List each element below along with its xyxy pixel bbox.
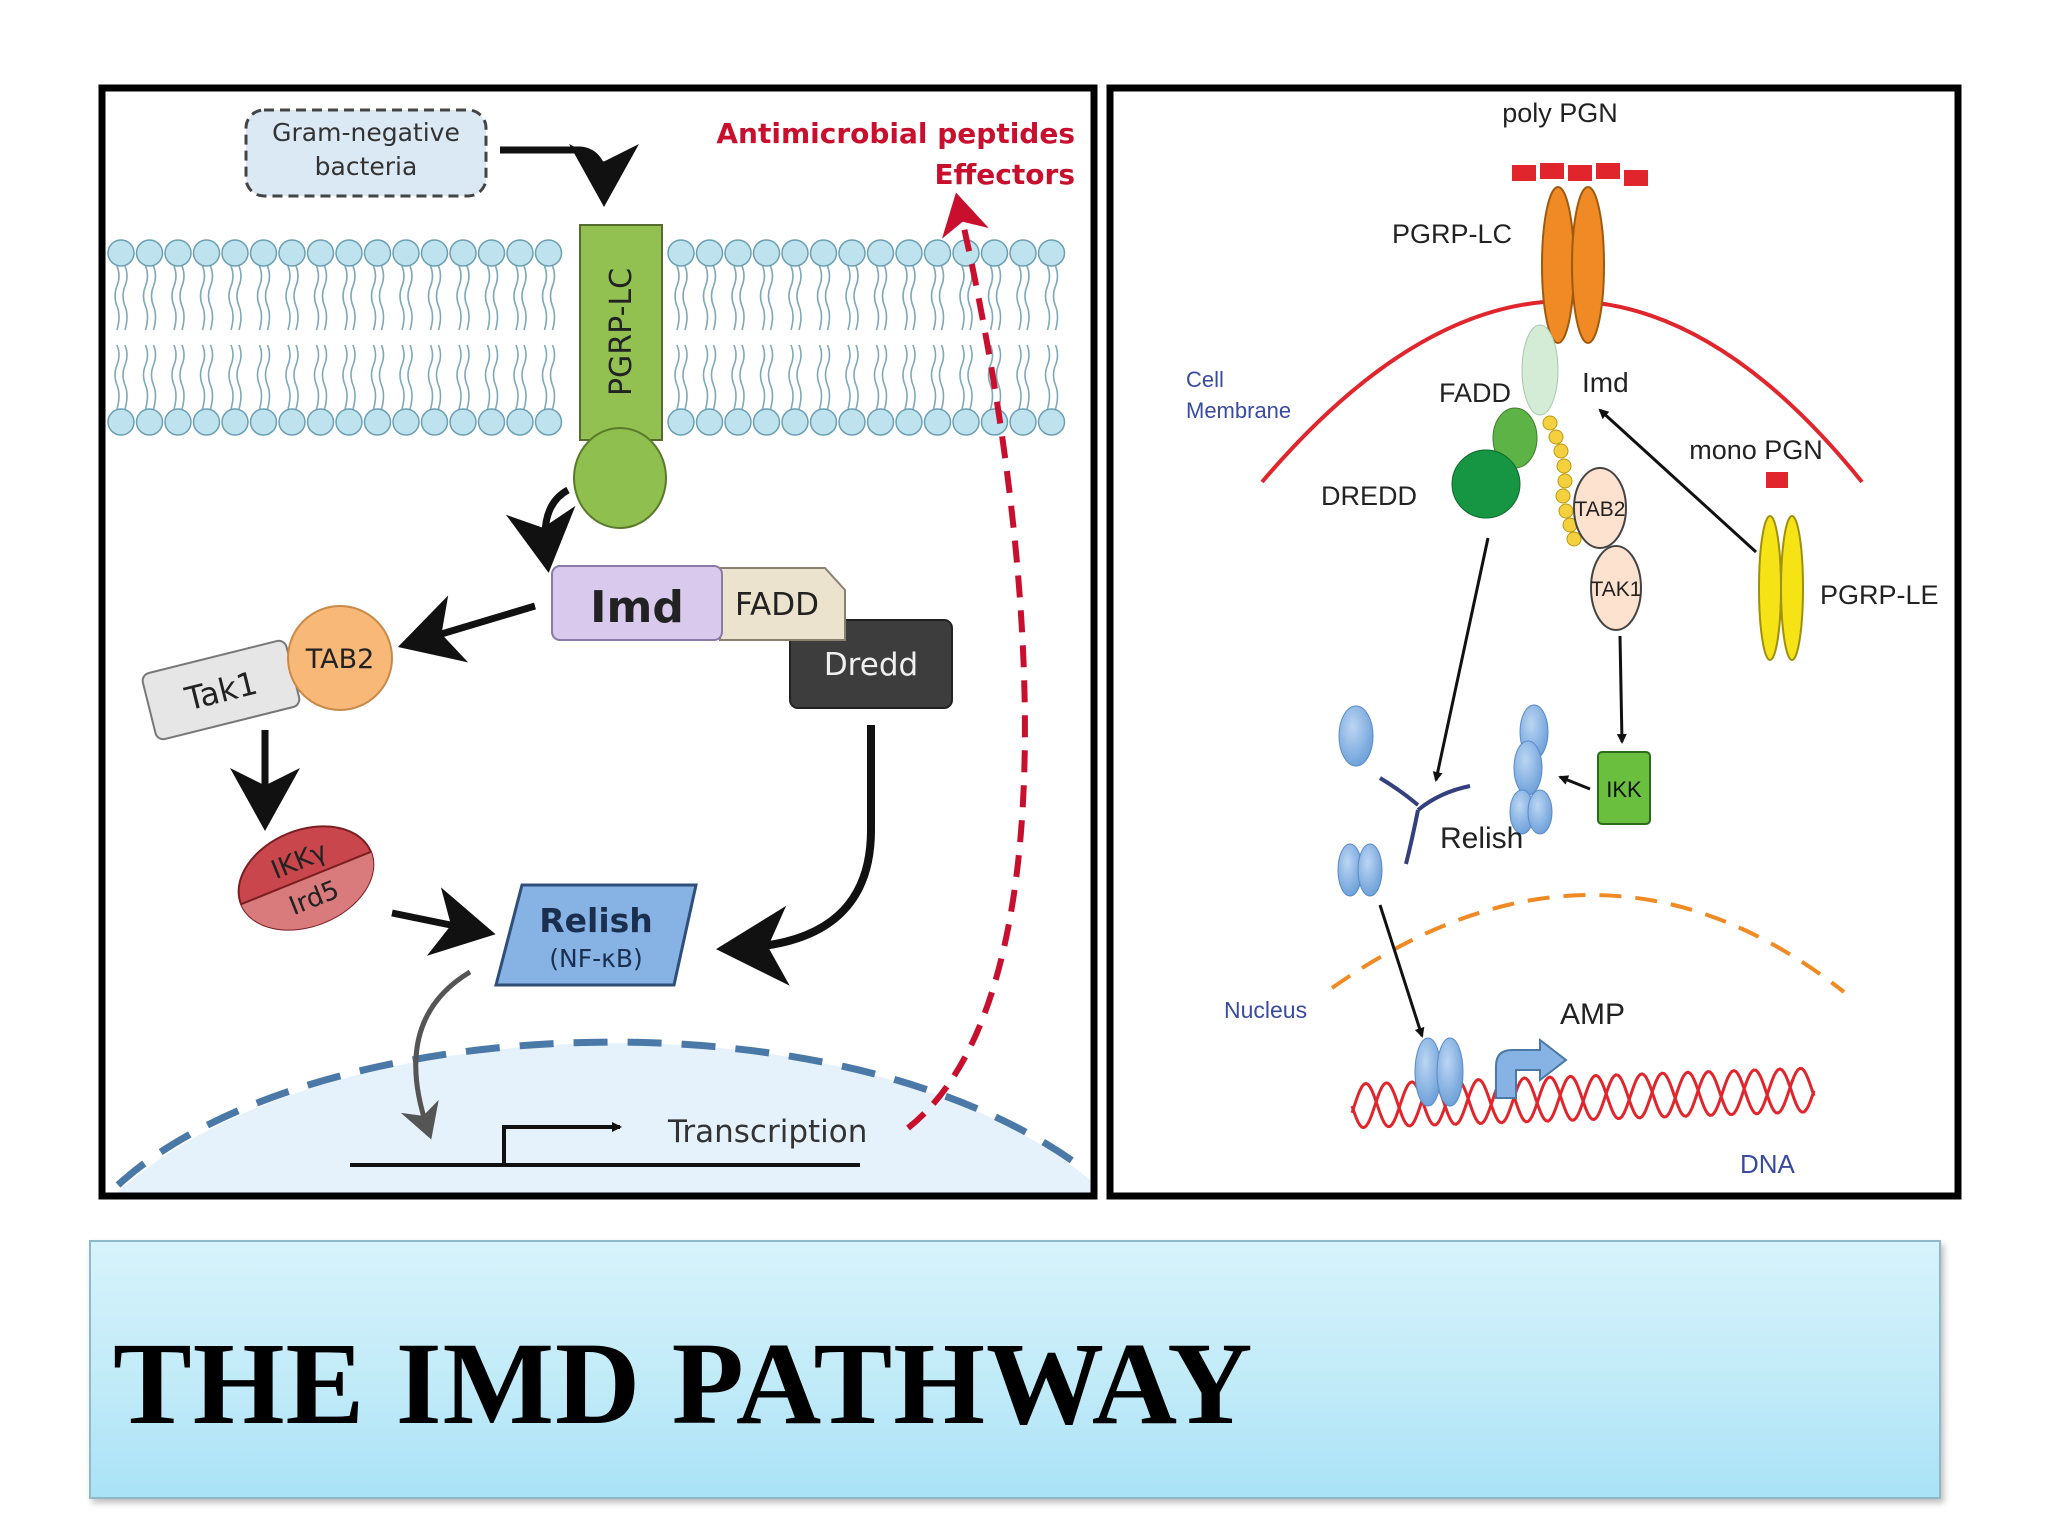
right-panel: Cell Membrane poly PGN PGRP-LC Imd FADD …	[1112, 90, 1958, 1195]
effector-output-arrow	[906, 192, 1028, 1131]
cell-membrane-label-line2: Membrane	[1186, 398, 1291, 423]
mono-pgn-unit	[1766, 472, 1788, 488]
pgrp-le-label: PGRP-LE	[1820, 580, 1939, 610]
title-band: THE IMD PATHWAY	[89, 1240, 1941, 1499]
mono-pgn-label: mono PGN	[1689, 435, 1823, 465]
poly-pgn-chain	[1512, 163, 1648, 186]
relish-cleavage-arms	[1378, 776, 1471, 865]
left-panel: Gram-negative bacteria PGRP-LC Dredd FAD…	[102, 90, 1094, 1195]
poly-pgn-label: poly PGN	[1502, 98, 1618, 128]
right-imd-label: Imd	[1582, 367, 1629, 398]
right-relish-label: Relish	[1440, 822, 1523, 855]
relish-active-dimer	[1337, 843, 1383, 897]
lipid-bilayer	[107, 239, 1066, 436]
imd-pathway-diagram: Gram-negative bacteria PGRP-LC Dredd FAD…	[98, 84, 1962, 1200]
gram-negative-bacteria	[244, 108, 488, 198]
dredd-box	[789, 619, 953, 709]
right-fadd-label: FADD	[1439, 378, 1511, 408]
relish-free-domain	[1338, 705, 1374, 767]
dredd-label: Dredd	[824, 647, 918, 683]
right-tak1-protein	[1590, 545, 1642, 631]
fadd-label: FADD	[735, 587, 819, 623]
relish-full-length	[1509, 704, 1553, 835]
dna-label: DNA	[1740, 1149, 1796, 1179]
nucleus-label: Nucleus	[1224, 997, 1307, 1023]
relish-to-dna-arrow	[400, 969, 472, 1140]
nuclear-envelope-arc	[1330, 893, 1846, 994]
antimicrobial-peptides-label: Antimicrobial peptides	[716, 117, 1075, 150]
dredd-to-relish-arrow	[716, 725, 875, 986]
relish-bound-dna	[1414, 1037, 1464, 1107]
dredd-to-relish-arrow-right	[1432, 537, 1490, 782]
nfkb-label: (NF-κB)	[549, 944, 643, 973]
bacteria-label-line2: bacteria	[315, 152, 418, 181]
pgrp-lc-intracellular-domain	[573, 427, 667, 529]
pgrp-le-helix-right	[1780, 515, 1804, 661]
amp-transcription-arrow	[1495, 1037, 1568, 1099]
relish-to-dna-arrow-right	[1378, 904, 1425, 1038]
imd-label: Imd	[590, 582, 684, 633]
ikk-box	[1597, 751, 1651, 825]
bacteria-label-line1: Gram-negative	[272, 118, 460, 147]
amp-label: AMP	[1560, 998, 1625, 1031]
left-panel-frame	[98, 84, 1098, 1200]
imd-to-tab2-arrow	[397, 595, 537, 663]
imd-protein	[1521, 324, 1559, 416]
nucleus-area	[102, 1043, 1094, 1195]
cell-membrane-label-line1: Cell	[1186, 367, 1224, 392]
transcription-start-arrow	[502, 1122, 622, 1165]
pgrp-lc-receptor	[579, 224, 663, 441]
tab2-circle	[287, 605, 393, 711]
pgrp-le-to-imd-arrow	[1598, 408, 1758, 554]
tab2-label: TAB2	[305, 644, 375, 675]
pgrp-lc-helix-right	[1571, 186, 1605, 344]
ikk-label: IKK	[1606, 777, 1642, 802]
nucleus-envelope	[115, 1038, 1088, 1188]
transcription-label: Transcription	[667, 1114, 867, 1150]
right-panel-frame	[1106, 84, 1962, 1200]
right-dredd-label: DREDD	[1321, 481, 1417, 511]
bacteria-to-receptor-arrow	[500, 143, 639, 207]
right-tab2-protein	[1573, 467, 1627, 549]
right-tab2-label: TAB2	[1575, 498, 1626, 521]
imd-box	[551, 565, 723, 641]
right-tak1-label: TAK1	[1591, 578, 1642, 601]
pgrp-lc-helix-left	[1541, 186, 1575, 344]
tak1-to-ikk-arrow-right	[1616, 635, 1627, 744]
effectors-label: Effectors	[935, 158, 1076, 191]
relish-box	[494, 883, 698, 987]
tak1-box: Tak1	[141, 639, 301, 741]
ikk-to-relish-arrow-right	[1558, 775, 1591, 791]
imd-bead-chain	[1542, 415, 1582, 547]
relish-label: Relish	[539, 901, 653, 940]
ikk-to-relish-arrow	[391, 887, 496, 956]
right-pgrp-lc-label: PGRP-LC	[1392, 219, 1512, 249]
pgrp-lc-label: PGRP-LC	[604, 268, 639, 396]
pgrp-le-helix-left	[1758, 515, 1782, 661]
dredd-protein	[1451, 449, 1521, 519]
slide-title: THE IMD PATHWAY	[113, 1318, 1254, 1449]
ikk-complex: IKKγ Ird5	[237, 825, 375, 931]
receptor-to-imd-arrow	[505, 486, 576, 573]
